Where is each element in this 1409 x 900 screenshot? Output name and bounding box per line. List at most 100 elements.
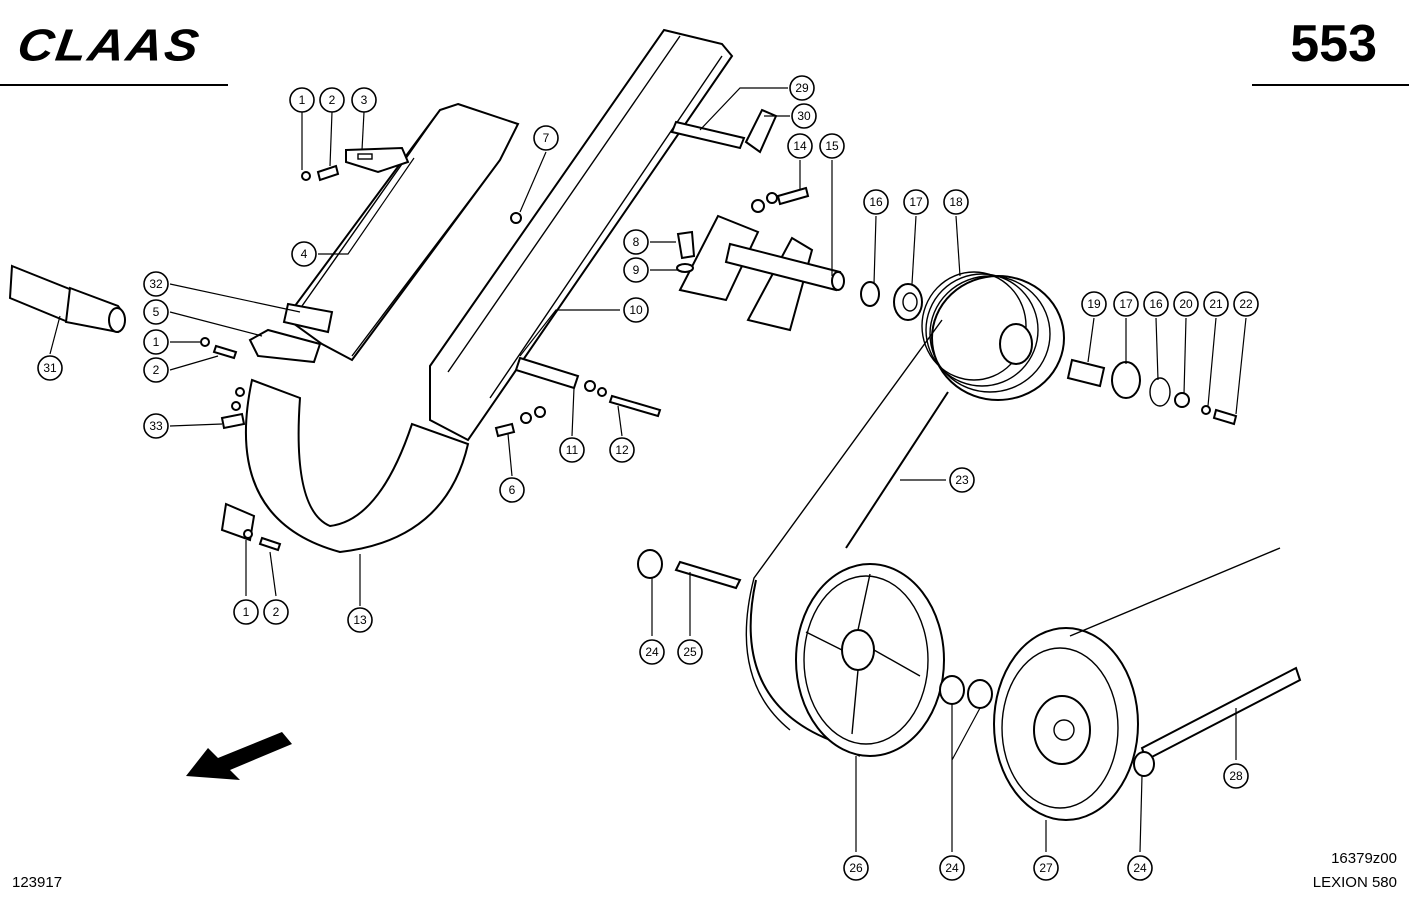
callout: 21 [1203, 291, 1229, 317]
leader-lines [49, 87, 1247, 853]
callout: 2 [319, 87, 345, 113]
callout: 25 [677, 639, 703, 665]
callout: 5 [143, 299, 169, 325]
page-number: 553 [1290, 15, 1377, 73]
callout-label: 5 [153, 305, 160, 319]
callout: 24 [1127, 855, 1153, 881]
upper-chute-4 [284, 102, 520, 362]
callout-label: 2 [153, 363, 160, 377]
callout: 16 [863, 189, 889, 215]
callout: 28 [1223, 763, 1249, 789]
callout-label: 33 [149, 419, 163, 433]
callout: 27 [1033, 855, 1059, 881]
multi-groove-pulley-18 [921, 271, 1065, 401]
bolt-8 [676, 230, 696, 273]
callout-label: 29 [795, 81, 809, 95]
callout-label: 16 [1149, 297, 1163, 311]
callout: 26 [843, 855, 869, 881]
callout: 7 [533, 125, 559, 151]
bolt-6 [494, 406, 546, 438]
callout: 14 [787, 133, 813, 159]
pulley-27 [993, 627, 1139, 821]
callout: 1 [233, 599, 259, 625]
callout: 17 [903, 189, 929, 215]
direction-arrow-icon [186, 732, 292, 780]
callout-label: 14 [793, 139, 807, 153]
callout-label: 24 [945, 861, 959, 875]
callout-label: 7 [543, 131, 550, 145]
belt-upper-right [1069, 547, 1281, 637]
large-pulley-26 [749, 563, 945, 757]
callout: 24 [639, 639, 665, 665]
drive-shaft-31 [8, 264, 126, 334]
callout-label: 24 [645, 645, 659, 659]
callout: 20 [1173, 291, 1199, 317]
callout-label: 17 [909, 195, 923, 209]
callout-label: 3 [361, 93, 368, 107]
guide-channel-10 [429, 28, 734, 442]
pin-29 [670, 120, 746, 150]
shaft-28 [1133, 666, 1302, 777]
bracket-3 [345, 146, 410, 174]
callout: 12 [609, 437, 635, 463]
callout: 22 [1233, 291, 1259, 317]
callout-label: 4 [301, 247, 308, 261]
callout-label: 1 [299, 93, 306, 107]
callout-label: 9 [633, 263, 640, 277]
callout-label: 27 [1039, 861, 1053, 875]
callout-label: 12 [615, 443, 629, 457]
bearing-16-17 [860, 281, 923, 321]
drive-belt-23 [745, 319, 949, 731]
callout-label: 19 [1087, 297, 1101, 311]
small-hardware-left [200, 164, 522, 552]
callout-label: 32 [149, 277, 163, 291]
callout: 15 [819, 133, 845, 159]
callout-label: 28 [1229, 769, 1243, 783]
callout: 10 [623, 297, 649, 323]
callout: 3 [351, 87, 377, 113]
callout: 1 [289, 87, 315, 113]
sleeve-24-left [637, 549, 663, 579]
callout-label: 20 [1179, 297, 1193, 311]
model-name: LEXION 580 [1312, 874, 1397, 891]
callout-label: 17 [1119, 297, 1133, 311]
callout: 4 [291, 241, 317, 267]
key-25 [674, 560, 742, 590]
callout: 29 [789, 75, 815, 101]
callout-label: 26 [849, 861, 863, 875]
callout: 32 [143, 271, 169, 297]
callout: 11 [559, 437, 585, 463]
drawing-code: 16379z00 [1331, 850, 1397, 867]
callout-label: 8 [633, 235, 640, 249]
callout-label: 18 [949, 195, 963, 209]
sleeves-24-mid [939, 675, 993, 709]
callout: 13 [347, 607, 373, 633]
callout: 18 [943, 189, 969, 215]
callout-label: 24 [1133, 861, 1147, 875]
callout: 2 [263, 599, 289, 625]
callout-label: 21 [1209, 297, 1223, 311]
callout-label: 1 [153, 335, 160, 349]
callout-label: 11 [566, 443, 579, 457]
callout: 6 [499, 477, 525, 503]
callout: 1 [143, 329, 169, 355]
callout-label: 10 [629, 303, 643, 317]
callout-label: 16 [869, 195, 883, 209]
callout-label: 22 [1239, 297, 1253, 311]
bolt-14 [751, 186, 810, 213]
callout-label: 23 [955, 473, 969, 487]
bearing-set-right [1066, 358, 1238, 426]
header-rule-right [1252, 84, 1409, 86]
callout: 24 [939, 855, 965, 881]
callout-label: 25 [683, 645, 697, 659]
document-number: 123917 [12, 874, 63, 891]
bearing-bracket [678, 214, 845, 332]
pin-11 [514, 356, 662, 418]
callout: 30 [791, 103, 817, 129]
callout: 19 [1081, 291, 1107, 317]
callout-label: 1 [243, 605, 250, 619]
callout: 23 [949, 467, 975, 493]
callout: 17 [1113, 291, 1139, 317]
callout-label: 30 [797, 109, 811, 123]
